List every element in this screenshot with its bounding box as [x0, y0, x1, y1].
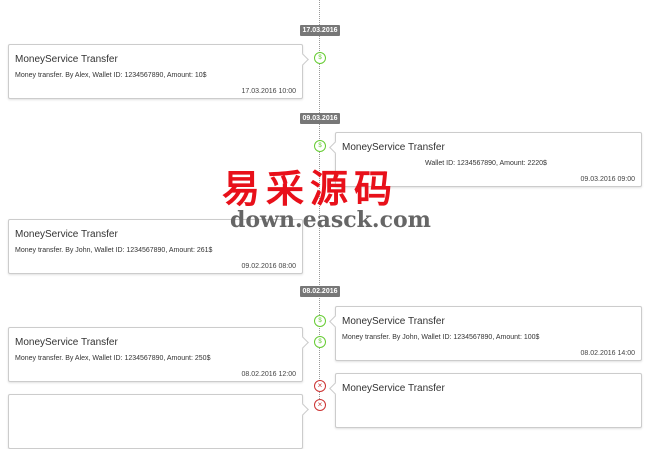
date-badge: 09.03.2016 [300, 113, 340, 124]
timeline-card[interactable]: MoneyService Transfer Money transfer. By… [8, 219, 303, 274]
money-success-icon: $ [314, 140, 326, 152]
timeline-line [319, 0, 320, 403]
card-time: 17.03.2016 10:00 [241, 88, 297, 95]
card-description: Money transfer. By Alex, Wallet ID: 1234… [15, 72, 207, 79]
timeline-card[interactable]: MoneyService Transfer Money transfer. By… [8, 44, 309, 99]
money-success-icon: $ [314, 336, 326, 348]
card-time: 08.02.2016 14:00 [580, 350, 636, 357]
timeline-card[interactable]: MoneyService Transfer Money transfer. By… [8, 327, 309, 382]
failed-x-icon: × [314, 399, 326, 411]
card-title: MoneyService Transfer [15, 337, 118, 348]
card-title: MoneyService Transfer [15, 229, 118, 240]
timeline-card[interactable]: MoneyService Transfer [329, 373, 642, 428]
card-time: 09.02.2016 08:00 [241, 263, 297, 270]
card-description: Money transfer. By John, Wallet ID: 1234… [15, 247, 213, 254]
card-time: 09.03.2016 09:00 [580, 176, 636, 183]
watermark-chinese: 易采源码 [222, 166, 399, 211]
timeline-card[interactable] [8, 394, 309, 449]
card-title: MoneyService Transfer [15, 54, 118, 65]
date-badge: 17.03.2016 [300, 25, 340, 36]
watermark-url: down.easck.com [230, 207, 431, 233]
card-title: MoneyService Transfer [342, 316, 445, 327]
timeline-card[interactable]: MoneyService Transfer Wallet ID: 1234567… [329, 132, 642, 187]
card-time: 08.02.2016 12:00 [241, 371, 297, 378]
card-description: Money transfer. By Alex, Wallet ID: 1234… [15, 355, 211, 362]
money-success-icon: $ [314, 315, 326, 327]
date-badge: 08.02.2016 [300, 286, 340, 297]
card-description: Wallet ID: 1234567890, Amount: 2220$ [425, 160, 547, 167]
card-title: MoneyService Transfer [342, 142, 445, 153]
money-success-icon: $ [314, 52, 326, 64]
timeline-card[interactable]: MoneyService Transfer Money transfer. By… [329, 306, 642, 361]
card-description: Money transfer. By John, Wallet ID: 1234… [342, 334, 540, 341]
card-title: MoneyService Transfer [342, 383, 445, 394]
failed-x-icon: × [314, 380, 326, 392]
